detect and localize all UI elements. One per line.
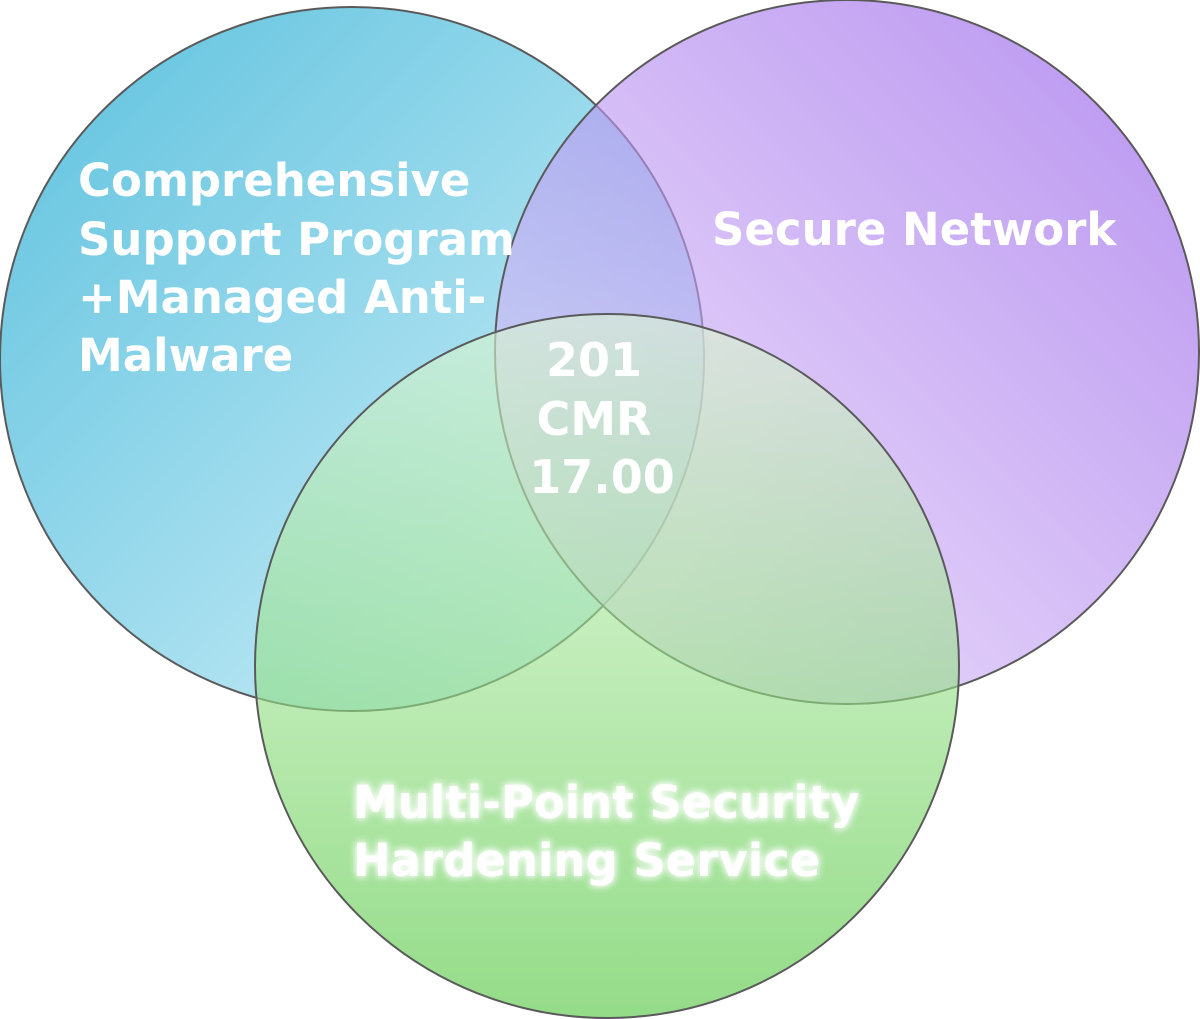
- label-support: Comprehensive Support Program +Managed A…: [78, 154, 531, 382]
- label-hardening-line: Hardening Service: [353, 834, 820, 887]
- circle-hardening: [254, 313, 960, 1019]
- label-hardening-line: Multi-Point Security: [353, 776, 860, 829]
- label-intersection: 201 CMR 17.00: [529, 333, 675, 504]
- label-support-line: Malware: [78, 329, 293, 382]
- label-support-line: Support Program: [78, 213, 515, 266]
- label-network-line: Secure Network: [712, 203, 1117, 256]
- label-intersection-line: 17.00: [529, 450, 675, 504]
- label-support-line: +Managed Anti-: [78, 271, 486, 324]
- label-intersection-line: 201: [546, 333, 642, 387]
- label-support-line: Comprehensive: [78, 154, 470, 207]
- label-hardening: Multi-Point Security Hardening Service: [353, 776, 875, 887]
- label-intersection-line: CMR: [537, 392, 652, 446]
- label-network: Secure Network: [712, 203, 1117, 256]
